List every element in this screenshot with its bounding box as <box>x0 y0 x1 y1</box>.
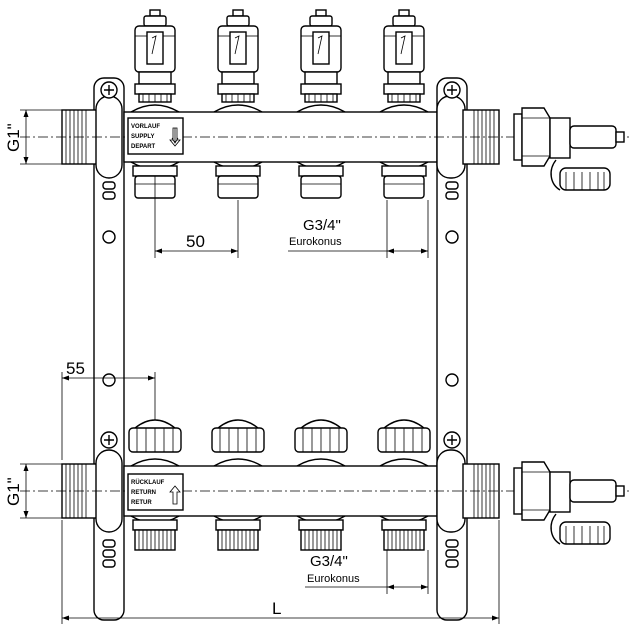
dim-50-label: 50 <box>186 232 205 251</box>
supply-end-valve <box>513 107 625 191</box>
supply-outlet <box>213 161 263 199</box>
dim-g1-bottom-label: G1" <box>4 477 23 506</box>
return-label-3: RETUR <box>131 500 152 506</box>
dim-g34-top <box>288 200 429 258</box>
supply-outlet <box>296 161 346 199</box>
return-outlet <box>130 515 180 551</box>
return-label-1: RÜCKLAUF <box>131 479 165 486</box>
supply-outlets <box>130 161 429 199</box>
dim-cone-top-label: Eurokonus <box>289 236 342 248</box>
dim-g1-top-label: G1" <box>4 123 23 152</box>
dim-g34-bottom-label: G3/4" <box>310 553 348 570</box>
dim-g1-bottom <box>20 463 62 519</box>
supply-label-2: SUPPLY <box>131 134 154 140</box>
dim-L <box>61 520 500 624</box>
return-cap <box>377 419 431 467</box>
return-cap <box>211 419 265 467</box>
return-end-valve <box>513 461 625 545</box>
flow-meters <box>130 9 429 113</box>
supply-label-3: DEPART <box>131 144 156 150</box>
flow-meter <box>379 9 429 113</box>
return-cap <box>128 419 182 467</box>
return-label-2: RETURN <box>131 490 156 496</box>
supply-manifold <box>20 81 632 179</box>
dim-g34-bottom <box>305 550 429 594</box>
supply-label-1: VORLAUF <box>131 124 160 130</box>
dim-g34-top-label: G3/4" <box>303 217 341 234</box>
return-outlets <box>130 515 429 551</box>
flow-meter <box>296 9 346 113</box>
dim-55 <box>61 372 156 460</box>
supply-outlet <box>379 161 429 199</box>
return-outlet <box>213 515 263 551</box>
dim-cone-bottom-label: Eurokonus <box>307 573 360 585</box>
dim-g1-top <box>20 109 62 165</box>
return-cap <box>294 419 348 467</box>
return-manifold <box>20 431 632 533</box>
dim-55-label: 55 <box>66 359 85 378</box>
dim-50 <box>154 176 239 258</box>
return-caps <box>128 419 431 467</box>
return-outlet <box>296 515 346 551</box>
return-outlet <box>379 515 429 551</box>
flow-meter <box>130 9 180 113</box>
dim-L-label: L <box>272 599 281 618</box>
flow-meter <box>213 9 263 113</box>
